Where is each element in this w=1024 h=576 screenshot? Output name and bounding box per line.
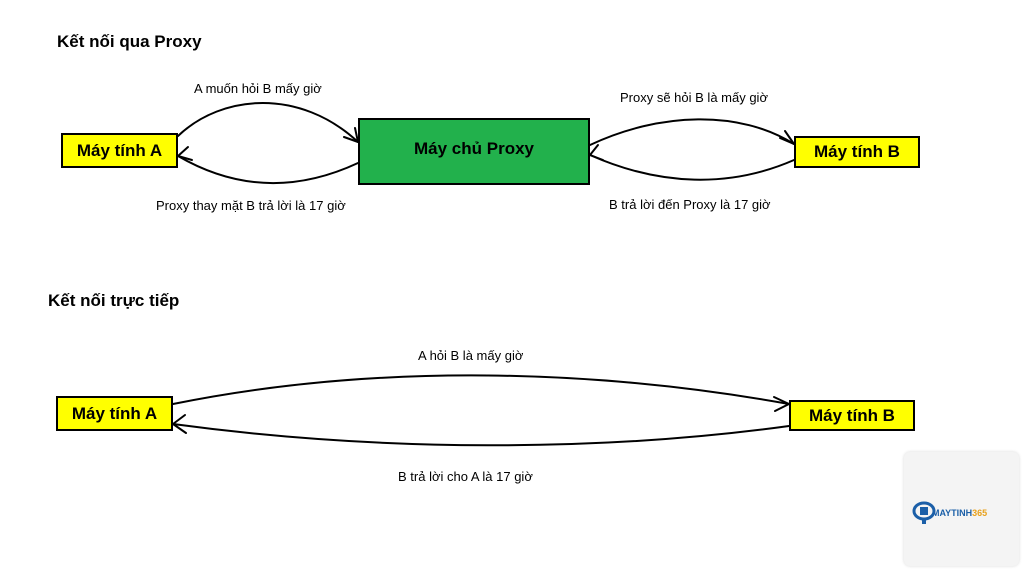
- label-proxy-to-b: Proxy sẽ hỏi B là mấy giờ: [620, 90, 768, 105]
- label-proxy-to-a: Proxy thay mặt B trả lời là 17 giờ: [156, 198, 346, 213]
- monitor-logo-icon: [912, 501, 936, 524]
- arrow-proxy-to-b: [589, 118, 795, 146]
- direct-section-title: Kết nối trực tiếp: [48, 291, 180, 310]
- arrow-direct-a-to-b: [172, 374, 790, 405]
- arrowhead-a-to-proxy: [343, 127, 359, 143]
- arrowhead-proxy-to-b: [779, 130, 795, 145]
- watermark-brand: MAYTINH365: [932, 508, 987, 518]
- arrow-b-to-proxy: [589, 154, 795, 181]
- direct-computer-b-box: Máy tính B: [789, 400, 915, 431]
- label-a-to-b: A hỏi B là mấy giờ: [418, 348, 524, 363]
- arrow-a-to-proxy: [177, 102, 359, 143]
- arrowhead-proxy-to-a: [177, 146, 193, 161]
- watermark-brand-text: MAYTINH: [932, 508, 973, 518]
- proxy-computer-b-box: Máy tính B: [794, 136, 920, 168]
- label-a-to-proxy: A muốn hỏi B mấy giờ: [194, 81, 322, 96]
- arrowhead-b-to-proxy: [589, 144, 604, 161]
- proxy-server-box: Máy chủ Proxy: [358, 118, 590, 185]
- arrowhead-direct-a-to-b: [773, 396, 790, 412]
- direct-computer-a-box: Máy tính A: [56, 396, 173, 431]
- watermark-brand-accent: 365: [972, 508, 988, 518]
- label-b-to-a: B trả lời cho A là 17 giờ: [398, 469, 533, 484]
- arrowhead-direct-b-to-a: [172, 414, 187, 434]
- proxy-section-title: Kết nối qua Proxy: [57, 32, 202, 51]
- arrow-direct-b-to-a: [172, 423, 790, 447]
- proxy-computer-a-box: Máy tính A: [61, 133, 178, 168]
- label-b-to-proxy: B trả lời đến Proxy là 17 giờ: [609, 197, 771, 212]
- arrow-proxy-to-a: [177, 155, 359, 185]
